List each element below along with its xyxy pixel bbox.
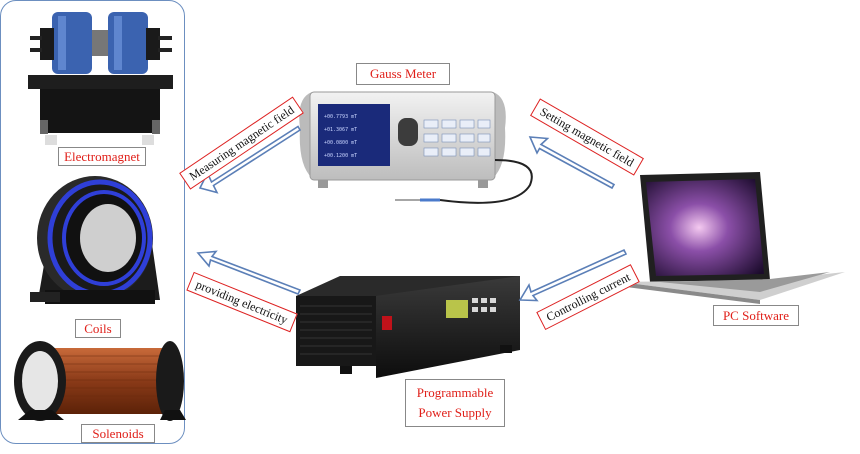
power-supply-image [296, 276, 520, 378]
power-supply-label: Programmable Power Supply [405, 379, 505, 427]
coils-label: Coils [75, 319, 121, 338]
svg-text:+00.1200 mT: +00.1200 mT [324, 153, 357, 159]
power-supply-label-line1: Programmable [416, 385, 494, 400]
coils-image [30, 176, 160, 304]
svg-text:+00.7793 mT: +00.7793 mT [324, 114, 357, 120]
electromagnet-label: Electromagnet [58, 147, 146, 166]
arrow-providing [196, 250, 302, 296]
power-supply-label-line2: Power Supply [418, 405, 492, 420]
solenoid-image [14, 341, 186, 421]
arrow-controlling [518, 248, 628, 302]
laptop-image [618, 172, 845, 304]
svg-text:+01.3067 mT: +01.3067 mT [324, 127, 357, 133]
gauss-meter-image: +00.7793 mT +01.3067 mT +00.0800 mT +00.… [299, 91, 533, 204]
electromagnet-image [28, 12, 173, 145]
pc-software-label: PC Software [713, 305, 799, 326]
device-panel [0, 0, 185, 444]
arrow-setting [528, 136, 616, 190]
gauss-meter-label: Gauss Meter [356, 63, 450, 85]
svg-text:+00.0800 mT: +00.0800 mT [324, 140, 357, 146]
solenoids-label: Solenoids [81, 424, 155, 443]
